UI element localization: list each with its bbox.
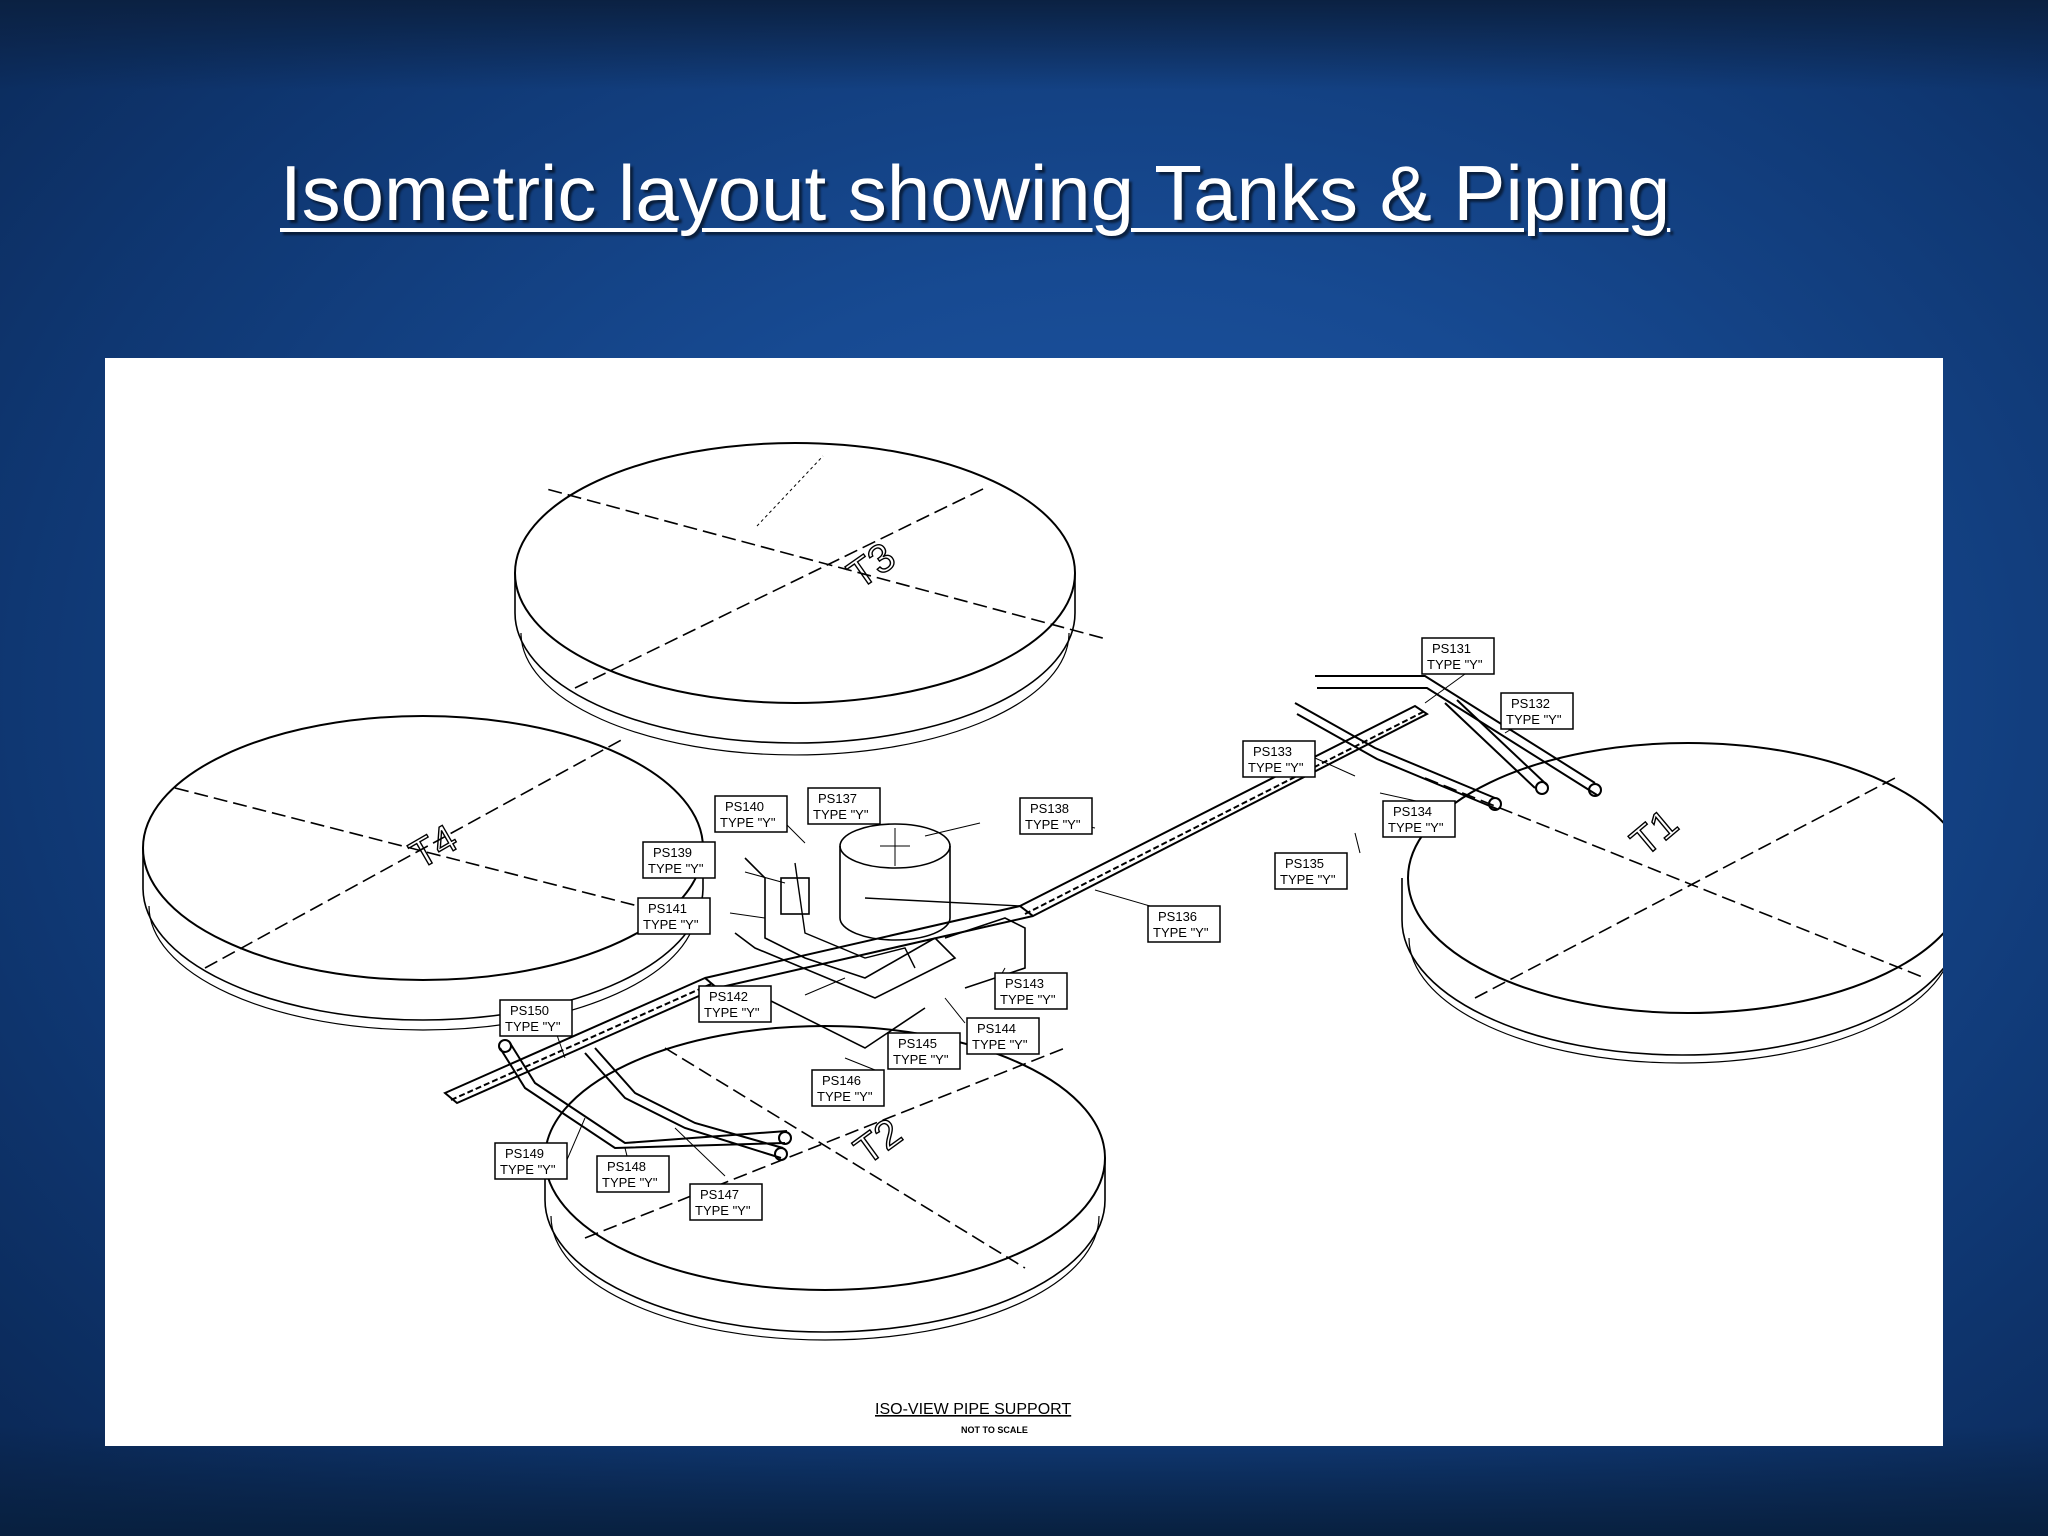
tag-ps132-id: PS132 [1511,696,1550,711]
pump-skid [734,823,1026,1049]
tank-t2 [544,1025,1106,1341]
tag-ps141: PS141 TYPE "Y" [637,897,711,935]
tag-ps147: PS147 TYPE "Y" [689,1183,763,1221]
tag-ps149: PS149 TYPE "Y" [494,1142,568,1180]
tag-ps133-id: PS133 [1253,744,1292,759]
tag-ps137-id: PS137 [818,791,857,806]
tag-ps145-type: TYPE "Y" [893,1052,949,1067]
tag-ps145: PS145 TYPE "Y" [887,1032,961,1070]
tag-ps140: PS140 TYPE "Y" [714,795,788,833]
tag-ps139-type: TYPE "Y" [648,861,704,876]
tag-ps135: PS135 TYPE "Y" [1274,852,1348,890]
tag-ps143-id: PS143 [1005,976,1044,991]
tag-ps134: PS134 TYPE "Y" [1382,800,1456,838]
tank-label-t4: T4 [403,816,465,877]
tag-ps146-type: TYPE "Y" [817,1089,873,1104]
drawing-subcaption: NOT TO SCALE [961,1425,1028,1435]
upper-branch-pipes [1294,675,1602,811]
tag-ps137: PS137 TYPE "Y" [807,787,881,825]
tag-ps139: PS139 TYPE "Y" [642,841,716,879]
tag-ps136-id: PS136 [1158,909,1197,924]
tag-ps148-id: PS148 [607,1159,646,1174]
tag-ps150-type: TYPE "Y" [505,1019,561,1034]
isometric-drawing: T3 T4 T1 T2 PS131 TYPE "Y" PS132 TYPE "Y… [142,442,1943,1435]
tag-ps131: PS131 TYPE "Y" [1421,637,1495,675]
tag-ps138-id: PS138 [1030,801,1069,816]
tag-ps140-id: PS140 [725,799,764,814]
slide-title: Isometric layout showing Tanks & Piping [280,149,1671,237]
tag-ps144-id: PS144 [977,1021,1016,1036]
tank-t3 [514,442,1104,756]
tag-ps145-id: PS145 [898,1036,937,1051]
tag-ps142-id: PS142 [709,989,748,1004]
tank-label-t1: T1 [1623,801,1687,865]
tag-ps142: PS142 TYPE "Y" [698,985,772,1023]
tag-ps140-type: TYPE "Y" [720,815,776,830]
tag-ps144-type: TYPE "Y" [972,1037,1028,1052]
tag-ps133-type: TYPE "Y" [1248,760,1304,775]
lower-branch-pipes [498,1039,792,1161]
tag-ps147-type: TYPE "Y" [695,1203,751,1218]
tag-ps146-id: PS146 [822,1073,861,1088]
tag-ps135-type: TYPE "Y" [1280,872,1336,887]
tag-ps136-type: TYPE "Y" [1153,925,1209,940]
drawing-caption: ISO-VIEW PIPE SUPPORT [875,1401,1071,1418]
tag-ps136: PS136 TYPE "Y" [1147,905,1221,943]
tag-ps133: PS133 TYPE "Y" [1242,740,1316,778]
tag-ps144: PS144 TYPE "Y" [966,1017,1040,1055]
tag-ps148-type: TYPE "Y" [602,1175,658,1190]
tag-ps132: PS132 TYPE "Y" [1500,692,1574,730]
tag-ps143-type: TYPE "Y" [1000,992,1056,1007]
tag-ps150: PS150 TYPE "Y" [499,999,573,1037]
tag-ps148: PS148 TYPE "Y" [596,1155,670,1193]
tag-ps141-type: TYPE "Y" [643,917,699,932]
tag-ps131-type: TYPE "Y" [1427,657,1483,672]
tag-ps146: PS146 TYPE "Y" [811,1069,885,1107]
tag-ps134-type: TYPE "Y" [1388,820,1444,835]
tag-ps149-id: PS149 [505,1146,544,1161]
tag-ps131-id: PS131 [1432,641,1471,656]
tag-ps141-id: PS141 [648,901,687,916]
tag-ps149-type: TYPE "Y" [500,1162,556,1177]
tag-ps150-id: PS150 [510,1003,549,1018]
tag-ps139-id: PS139 [653,845,692,860]
tag-ps138-type: TYPE "Y" [1025,817,1081,832]
tank-label-t3: T3 [840,535,903,598]
tag-ps147-id: PS147 [700,1187,739,1202]
tag-ps132-type: TYPE "Y" [1506,712,1562,727]
slide-top-shade [0,0,2048,90]
tag-ps138: PS138 TYPE "Y" [1019,797,1093,835]
tag-ps143: PS143 TYPE "Y" [994,972,1068,1010]
tag-ps142-type: TYPE "Y" [704,1005,760,1020]
tag-ps135-id: PS135 [1285,856,1324,871]
tank-t1 [1401,742,1943,1064]
tag-ps137-type: TYPE "Y" [813,807,869,822]
drawing-panel: T3 T4 T1 T2 PS131 TYPE "Y" PS132 TYPE "Y… [105,358,1943,1446]
tag-ps134-id: PS134 [1393,804,1432,819]
